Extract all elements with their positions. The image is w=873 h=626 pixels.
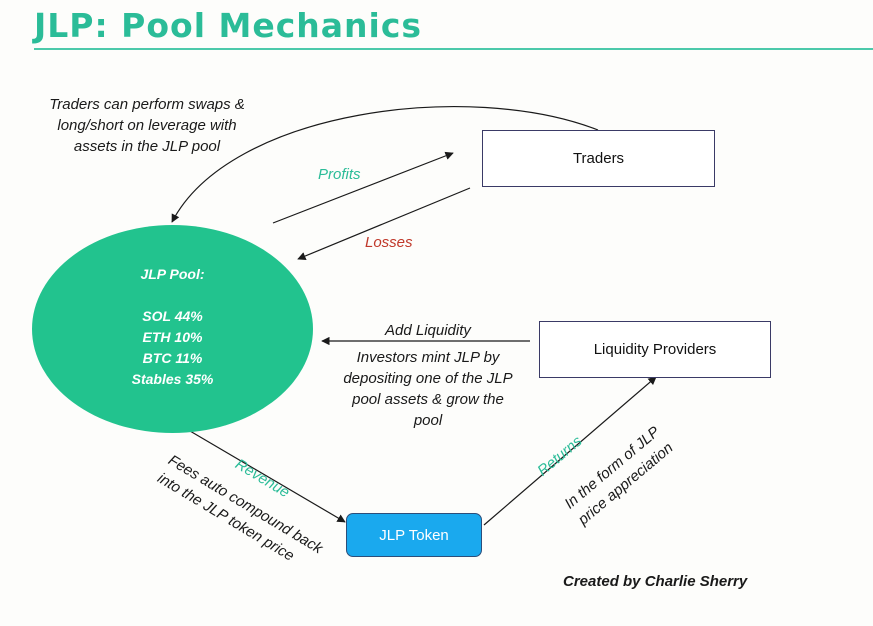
investors-note-line: depositing one of the JLP (343, 370, 513, 387)
investors-note: Investors mint JLP by depositing one of … (322, 347, 534, 431)
add-liquidity-label: Add Liquidity (385, 322, 471, 339)
jlp-pool-ellipse (32, 225, 313, 433)
returns-arrow (483, 376, 657, 526)
traders-note-line: long/short on leverage with (57, 117, 237, 134)
traders-box-label: Traders (572, 150, 625, 167)
pool-asset: BTC 11% (142, 350, 203, 366)
pool-asset: Stables 35% (131, 371, 214, 387)
investors-note-line: pool assets & grow the (352, 391, 504, 408)
profits-label: Profits (318, 166, 361, 183)
traders-to-pool-curve-arrow (171, 106, 599, 223)
traders-box: Traders (482, 130, 715, 187)
investors-note-line: pool (413, 412, 443, 429)
traders-note-line: assets in the JLP pool (73, 138, 221, 155)
losses-arrow (297, 187, 471, 260)
liquidity-providers-box-label: Liquidity Providers (593, 341, 717, 358)
profits-arrow (272, 151, 454, 224)
title-divider (34, 48, 873, 50)
pool-asset: ETH 10% (142, 329, 203, 345)
pool-asset: SOL 44% (142, 308, 203, 324)
page-title: JLP: Pool Mechanics (34, 6, 423, 45)
pool-heading: JLP Pool: (140, 266, 205, 282)
losses-label: Losses (365, 234, 413, 251)
traders-note-line: Traders can perform swaps & (49, 96, 245, 113)
liquidity-providers-box: Liquidity Providers (539, 321, 771, 378)
revenue-arrow (189, 430, 346, 523)
jlp-token-box: JLP Token (346, 513, 482, 557)
jlp-token-label: JLP Token (379, 526, 449, 544)
jlp-pool-text: JLP Pool: SOL 44% ETH 10% BTC 11% Stable… (32, 264, 313, 390)
credit-text: Created by Charlie Sherry (563, 573, 748, 590)
investors-note-line: Investors mint JLP by (356, 349, 500, 366)
traders-note: Traders can perform swaps & long/short o… (34, 94, 260, 157)
